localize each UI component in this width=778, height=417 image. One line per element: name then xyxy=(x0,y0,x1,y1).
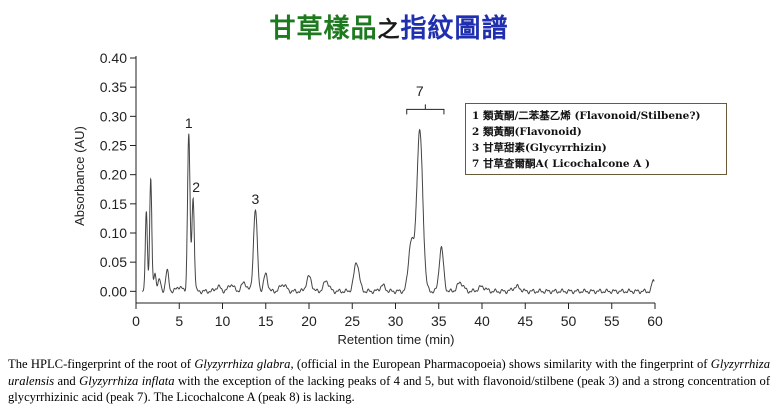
legend-item-1: 1 類黃酮/二苯基乙烯 (Flavonoid/Stilbene?) xyxy=(472,110,701,122)
peak-label-7: 7 xyxy=(416,83,424,99)
chart-axes: 0.00 0.05 0.10 0.15 0.20 0.25 0.30 0.35 0.40 0 5 10… xyxy=(100,50,663,329)
y-tick-label: 0.35 xyxy=(100,79,127,95)
caption-species-inflata: Glyzyrrhiza inflata xyxy=(79,373,175,388)
peak-7-bracket xyxy=(406,104,445,115)
y-tick-label: 0.25 xyxy=(100,138,127,154)
x-tick-label: 0 xyxy=(132,313,140,329)
x-tick-label: 10 xyxy=(215,313,231,329)
legend-item-3: 3 甘草甜素(Glycyrrhizin) xyxy=(472,142,607,154)
x-tick-label: 55 xyxy=(604,313,620,329)
title-part-2: 之 xyxy=(377,17,401,43)
legend-item-2: 2 類黃酮(Flavonoid) xyxy=(472,126,582,138)
x-tick-label: 60 xyxy=(647,313,663,329)
x-tick-label: 40 xyxy=(474,313,490,329)
caption-species-glabra: Glyzyrrhiza glabra, xyxy=(194,357,294,371)
hplc-chromatogram: 0.00 0.05 0.10 0.15 0.20 0.25 0.30 0.35 0.40 0 5 10… xyxy=(72,50,663,347)
page-title: 甘草樣品之指紋圖譜 xyxy=(0,8,778,45)
figure-caption: The HPLC-fingerprint of the root of Glyz… xyxy=(8,356,770,406)
x-tick-label: 45 xyxy=(517,313,533,329)
title-part-1: 甘草樣品 xyxy=(269,14,378,44)
peak-label-3: 3 xyxy=(251,191,259,207)
caption-species-uralensis: Glyzyrrhiza uralensis xyxy=(8,357,770,388)
x-tick-label: 35 xyxy=(431,313,447,329)
caption-text-1: The HPLC-fingerprint of the root of xyxy=(8,357,195,371)
y-tick-label: 0.05 xyxy=(100,254,127,270)
peak-labels: 1 2 3 7 xyxy=(185,83,445,207)
y-tick-label: 0.30 xyxy=(100,108,127,124)
x-tick-label: 5 xyxy=(175,313,183,329)
peak-label-2: 2 xyxy=(192,179,200,195)
y-axis-label: Absorbance (AU) xyxy=(72,126,87,226)
y-tick-label: 0.15 xyxy=(100,196,127,212)
x-axis-label: Retention time (min) xyxy=(337,332,454,347)
x-tick-label: 20 xyxy=(301,313,317,329)
y-tick-label: 0.00 xyxy=(100,283,127,299)
y-tick-label: 0.20 xyxy=(100,167,127,183)
x-tick-label: 15 xyxy=(258,313,274,329)
caption-text-4: with the exception of the lacking peaks … xyxy=(8,373,771,405)
chromatogram-trace xyxy=(142,128,655,295)
caption-text-3: and xyxy=(54,373,80,388)
y-tick-label: 0.40 xyxy=(100,50,127,66)
peak-legend: 1 類黃酮/二苯基乙烯 (Flavonoid/Stilbene?) 2 類黃酮(… xyxy=(465,103,727,175)
x-tick-label: 25 xyxy=(344,313,360,329)
x-tick-label: 30 xyxy=(388,313,404,329)
title-part-3: 指紋圖譜 xyxy=(400,14,509,44)
x-tick-label: 50 xyxy=(561,313,577,329)
legend-item-7: 7 甘草查爾酮A( Licochalcone A ) xyxy=(472,158,650,170)
y-tick-label: 0.10 xyxy=(100,225,127,241)
peak-label-1: 1 xyxy=(185,115,193,131)
caption-text-2: (official in the European Pharmacopoeia)… xyxy=(293,357,711,371)
